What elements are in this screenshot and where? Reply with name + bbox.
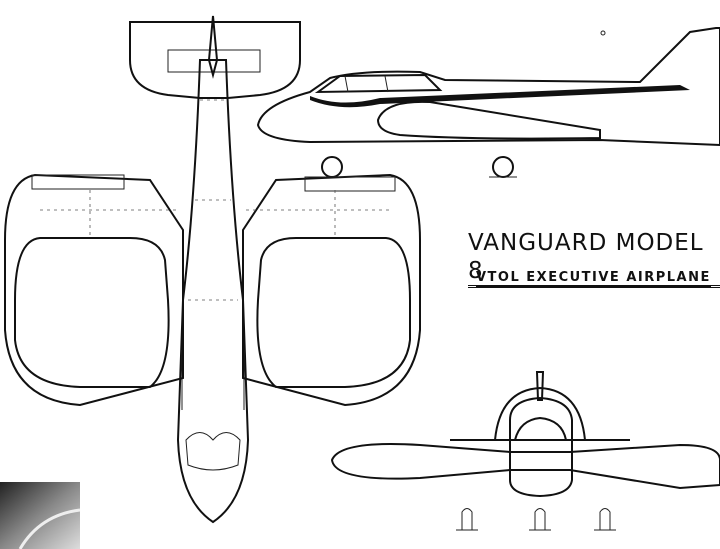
horizontal-tail	[129, 21, 301, 99]
photo-fragment	[0, 482, 80, 549]
front-view	[330, 371, 720, 531]
right-ring-wing	[242, 173, 421, 407]
ring-front	[494, 386, 586, 441]
fin-front	[535, 371, 545, 401]
fuselage-top	[176, 59, 250, 524]
side-view	[256, 27, 720, 178]
left-ring-wing	[4, 173, 184, 407]
vertical-fin-top	[207, 15, 219, 79]
fuselage-side	[256, 27, 720, 147]
wing-front	[330, 443, 720, 490]
nacelle-side	[376, 100, 601, 140]
landing-gear-side	[321, 156, 343, 178]
top-view	[4, 15, 421, 524]
drawing-subtitle: VTOL EXECUTIVE AIRPLANE	[476, 270, 711, 287]
